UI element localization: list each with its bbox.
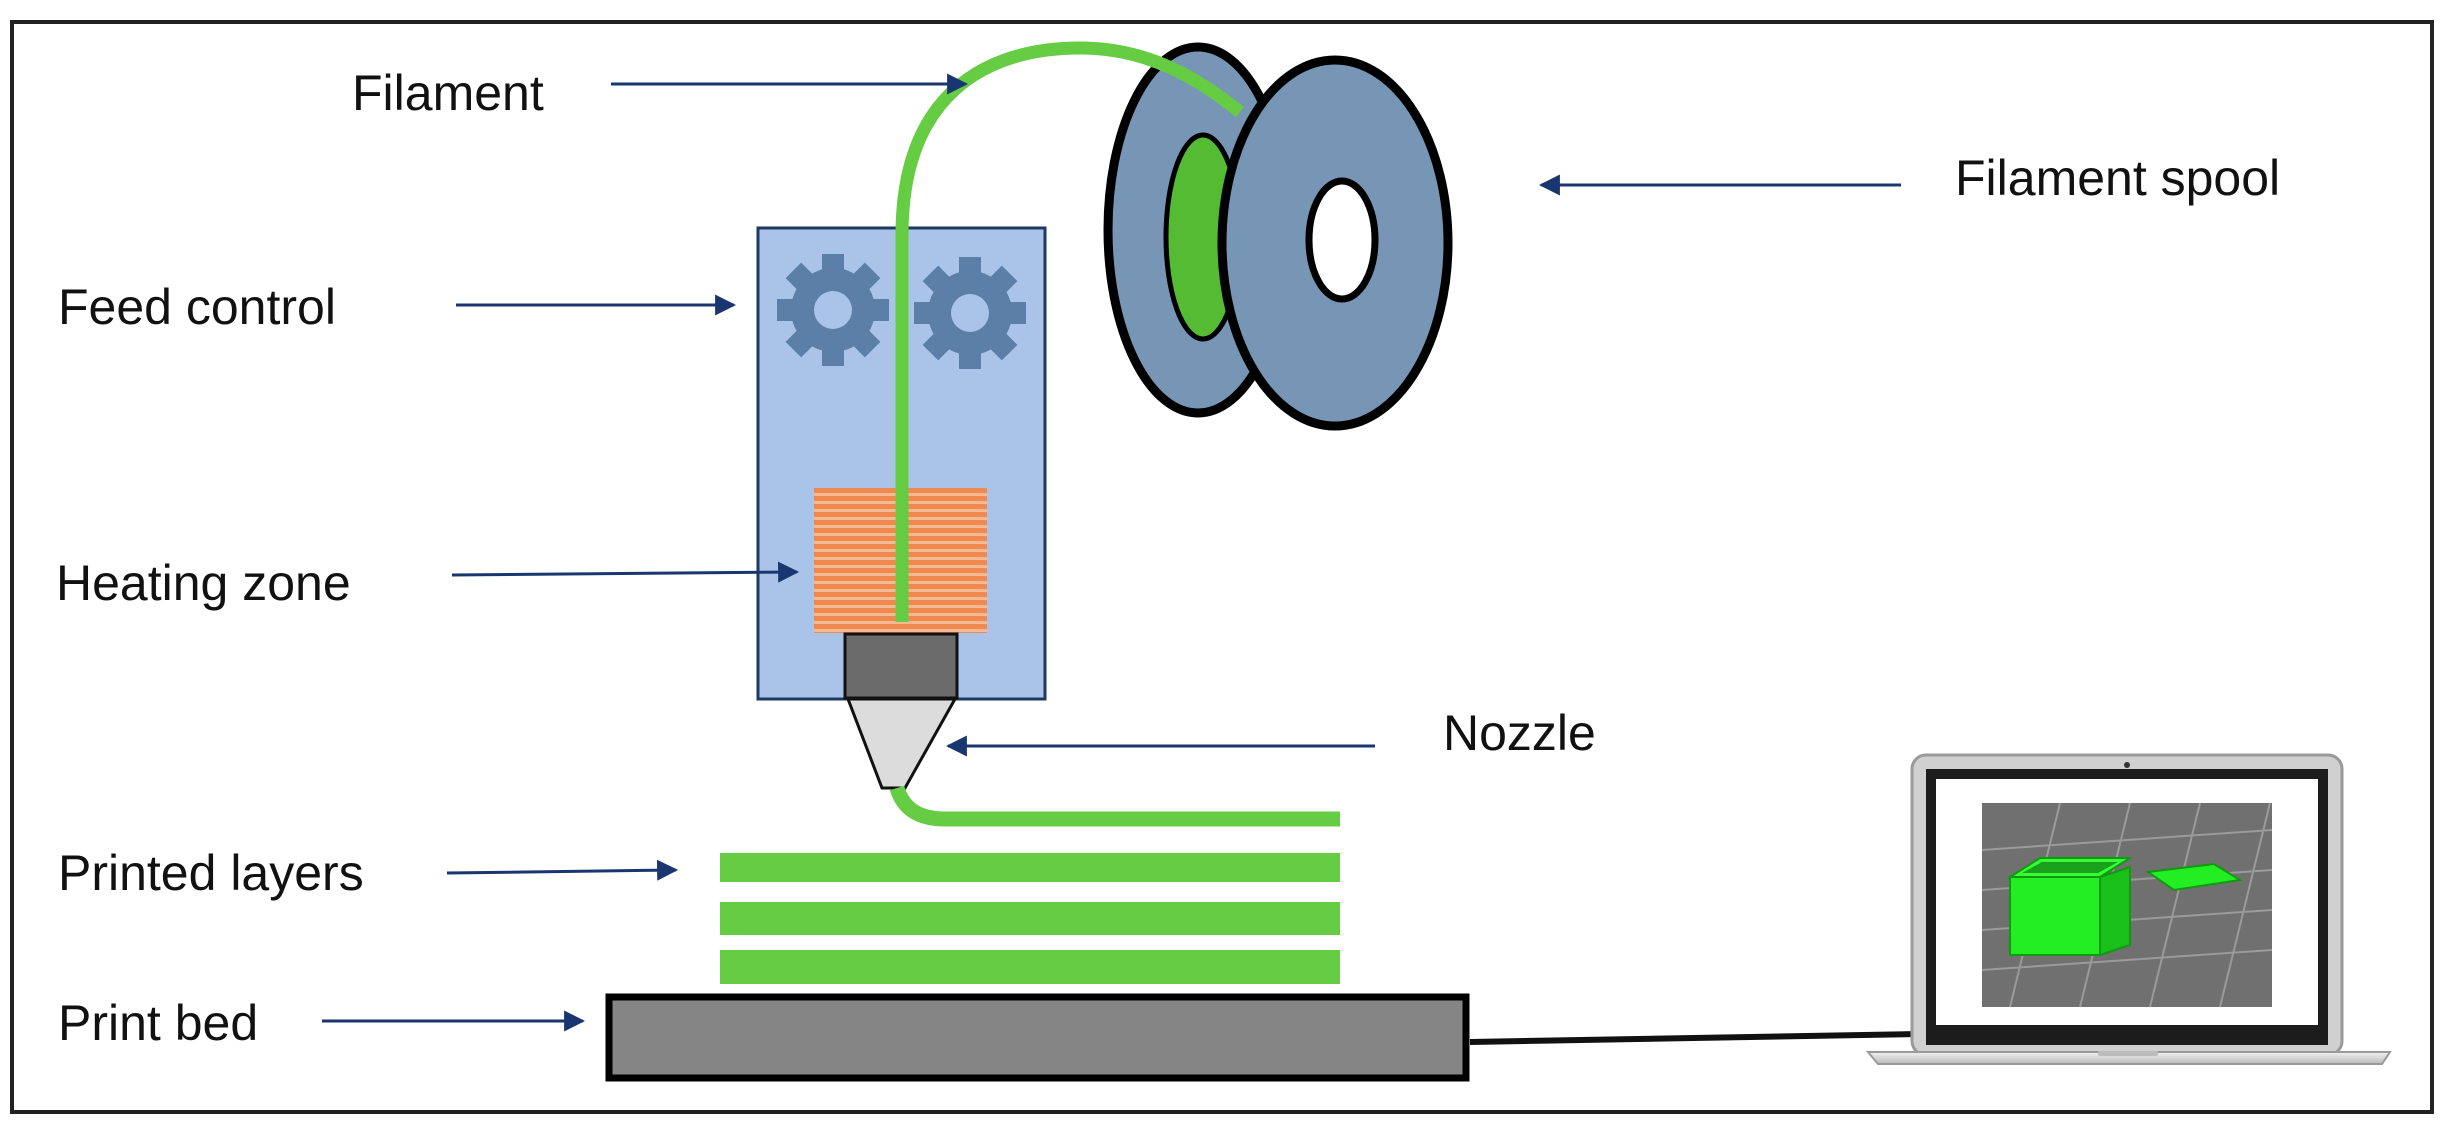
nozzle-tip [845, 697, 958, 790]
print-bed [605, 993, 1470, 1082]
arrow-printed-layers [446, 859, 679, 881]
printed-layer [720, 950, 1340, 984]
printed-layer [720, 902, 1340, 935]
diagram-frame [10, 20, 2434, 1114]
gear-icon [914, 257, 1026, 369]
filament-strand [895, 41, 1245, 622]
label-nozzle: Nozzle [1443, 705, 1596, 761]
nozzle-block [843, 632, 959, 700]
label-print-bed: Print bed [58, 995, 258, 1051]
label-printed-layers: Printed layers [58, 845, 364, 901]
label-heating-zone: Heating zone [56, 555, 351, 611]
printed-layer [720, 853, 1340, 882]
data-cable [1469, 1031, 1921, 1045]
label-filament: Filament [352, 65, 544, 121]
extruded-filament [889, 785, 1340, 827]
label-filament-spool: Filament spool [1955, 150, 2280, 206]
label-feed-control: Feed control [58, 279, 336, 335]
spool-hole [1305, 177, 1379, 303]
laptop-icon [1865, 753, 2392, 1065]
arrow-heating-zone [451, 561, 800, 583]
gear-icon [777, 254, 889, 366]
